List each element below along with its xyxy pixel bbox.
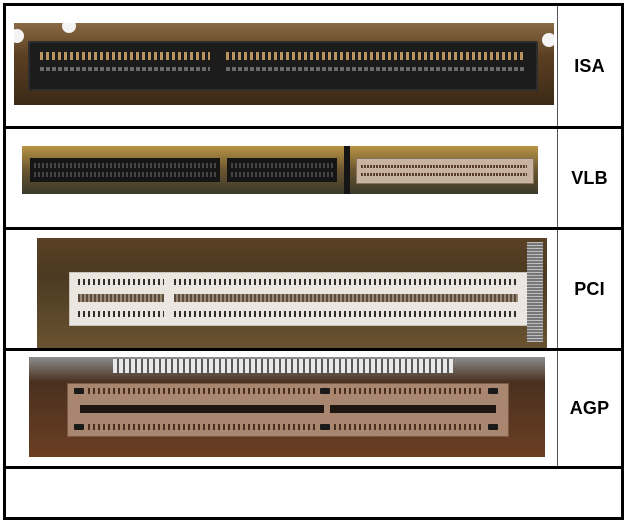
label-cell: VLB xyxy=(558,129,621,227)
vlb-tan-slot xyxy=(356,158,534,184)
agp-slot-connector xyxy=(67,383,509,437)
row-divider xyxy=(6,466,621,469)
label-cell: PCI xyxy=(558,230,621,348)
pci-bracket xyxy=(527,242,543,342)
slot-label-vlb: VLB xyxy=(571,167,608,188)
row-divider xyxy=(6,126,621,129)
pci-slot-photo xyxy=(37,238,547,348)
slot-label-pci: PCI xyxy=(574,278,605,299)
column-divider xyxy=(557,230,558,348)
vlb-slot-photo xyxy=(22,146,538,194)
label-cell: AGP xyxy=(558,351,621,466)
table-row-pci: PCI xyxy=(6,230,621,348)
bus-slot-table: ISA VLB xyxy=(3,3,624,520)
table-row-agp: AGP xyxy=(6,351,621,466)
mounting-hole xyxy=(62,23,76,33)
slot-label-isa: ISA xyxy=(574,55,605,76)
column-divider xyxy=(557,351,558,466)
table-row-empty xyxy=(6,469,621,520)
row-divider xyxy=(6,227,621,230)
vlb-black-slot-left xyxy=(30,158,220,182)
column-divider xyxy=(557,6,558,126)
agp-slot-photo xyxy=(29,357,545,457)
label-cell: ISA xyxy=(558,6,621,126)
table-row-isa: ISA xyxy=(6,6,621,126)
mounting-hole xyxy=(542,33,554,47)
row-divider xyxy=(6,348,621,351)
mounting-hole xyxy=(14,29,24,43)
vlb-black-slot-right xyxy=(227,158,337,182)
isa-slot-connector xyxy=(28,41,538,91)
table-row-vlb: VLB xyxy=(6,129,621,227)
slot-label-agp: AGP xyxy=(569,398,610,418)
pci-slot-connector xyxy=(69,272,531,326)
isa-slot-photo xyxy=(14,23,554,105)
column-divider xyxy=(557,129,558,227)
